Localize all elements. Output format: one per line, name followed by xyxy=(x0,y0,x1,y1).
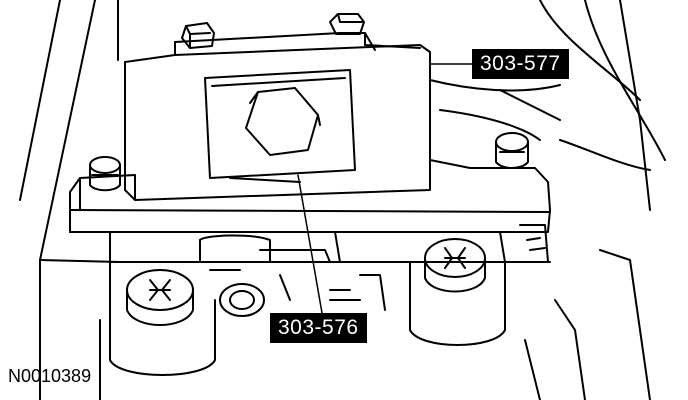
head-bolt-right xyxy=(409,238,506,346)
leader-303-576 xyxy=(297,174,323,314)
side-bolt-right xyxy=(495,132,529,169)
hex-drive xyxy=(245,87,321,156)
tool-base-plate xyxy=(69,159,551,233)
engine-block-outline xyxy=(19,0,666,400)
leader-lines xyxy=(297,63,473,314)
callout-303-576: 303-576 xyxy=(270,313,367,343)
head-bolt-left xyxy=(109,269,216,376)
tool-inner-plate xyxy=(204,69,356,183)
callout-303-577: 303-577 xyxy=(472,49,569,79)
top-bolt-right xyxy=(329,13,365,35)
figure-number: N0010389 xyxy=(8,366,92,386)
top-bolt-left xyxy=(181,22,215,49)
side-bolt-left xyxy=(89,156,121,192)
cylinder-head xyxy=(69,224,551,311)
plug-washer xyxy=(219,283,265,317)
